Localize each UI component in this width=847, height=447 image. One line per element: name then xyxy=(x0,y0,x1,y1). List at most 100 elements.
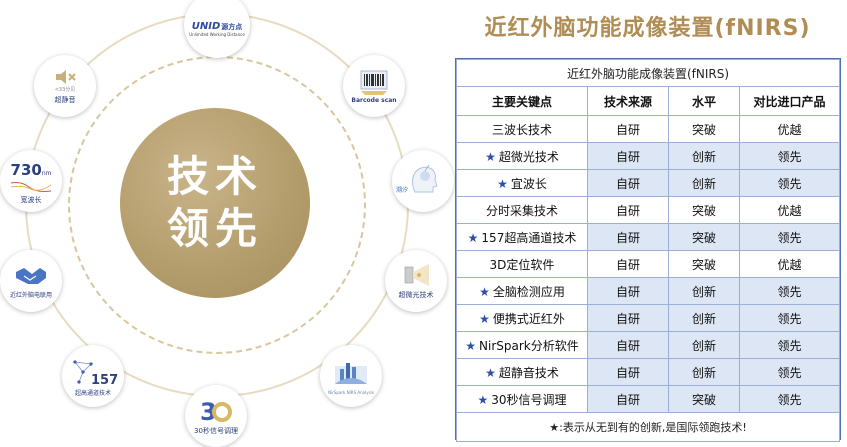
cell-key-point: 三波长技术 xyxy=(456,115,588,143)
table-row: 三波长技术自研突破优越 xyxy=(456,115,840,143)
table-row: 3D定位软件 自研突破优越 xyxy=(456,250,840,278)
node-157-channels: 157 超高通道技术 xyxy=(62,345,124,407)
table-row: 分时采集技术自研突破优越 xyxy=(456,196,840,224)
cell-level: 创新 xyxy=(668,277,740,305)
cell-level: 突破 xyxy=(668,250,740,278)
node-barcode: Barcode scan xyxy=(343,55,405,117)
table-row: ★宜波长自研创新领先 xyxy=(456,169,840,197)
barcode-caption: Barcode scan xyxy=(351,96,397,104)
channel-count: 157 xyxy=(91,373,118,388)
star-icon: ★ xyxy=(477,392,489,407)
channel-network-icon: 157 xyxy=(73,359,118,388)
table-row: ★全脑检测应用自研创新领先 xyxy=(456,277,840,305)
cell-compare: 优越 xyxy=(739,115,840,143)
header-source: 技术来源 xyxy=(587,86,669,116)
svg-text:3: 3 xyxy=(200,398,217,426)
node-30-seconds: 3 30秒信号调理 xyxy=(185,385,247,447)
key-point-text: 便携式近红外 xyxy=(492,311,565,326)
cell-source: 自研 xyxy=(587,331,669,359)
cell-compare: 领先 xyxy=(739,385,840,413)
key-point-text: 超静音技术 xyxy=(498,365,559,380)
cell-source: 自研 xyxy=(587,169,669,197)
cell-level: 创新 xyxy=(668,331,740,359)
header-compare: 对比进口产品 xyxy=(739,86,840,116)
quiet-decibel: <33分贝 xyxy=(54,86,76,93)
table-caption: 近红外脑功能成像装置(fNIRS) xyxy=(456,59,840,87)
comparison-table-container: 近红外脑功能成像装置(fNIRS) 主要关键点 技术来源 水平 对比进口产品 三… xyxy=(455,58,841,442)
head-caption: 溯汐 xyxy=(396,187,409,194)
star-icon: ★ xyxy=(485,149,496,164)
key-point-text: 分时采集技术 xyxy=(485,203,558,218)
table-note-row: ★:表示从无到有的创新,是国际领跑技术! xyxy=(456,412,840,442)
cell-level: 突破 xyxy=(668,196,740,224)
light-beam-icon xyxy=(404,264,429,286)
channels-caption: 超高通道技术 xyxy=(74,389,111,397)
cell-level: 突破 xyxy=(668,385,740,413)
cell-key-point: ★便携式近红外 xyxy=(456,304,588,332)
cell-source: 自研 xyxy=(587,250,669,278)
brand-logo-subtitle: Unlimited Working Distance xyxy=(189,32,245,37)
cell-level: 创新 xyxy=(668,304,740,332)
key-point-text: 157超高通道技术 xyxy=(481,230,577,245)
nirspark-logo-icon xyxy=(335,362,367,384)
table-note: ★:表示从无到有的创新,是国际领跑技术! xyxy=(456,412,840,442)
star-icon: ★ xyxy=(467,230,479,245)
wavelength-readout: 730 nm xyxy=(11,161,52,179)
eeg-combo-caption: 近红外脑电联用 xyxy=(9,291,52,299)
node-head: 溯汐 xyxy=(392,150,454,212)
cell-compare: 领先 xyxy=(739,142,840,170)
tech-diagram: 技术 领先 UNID 源方点 Unlimited Working Distanc… xyxy=(0,0,447,435)
star-icon: ★ xyxy=(479,284,490,299)
wavelength-value: 730 xyxy=(10,161,42,179)
cell-key-point: ★30秒信号调理 xyxy=(456,385,588,413)
node-brand-logo: UNID 源方点 Unlimited Working Distance xyxy=(184,0,250,58)
cell-level: 突破 xyxy=(668,115,740,143)
node-quiet: <33分贝 超静音 xyxy=(34,55,96,117)
key-point-text: NirSpark分析软件 xyxy=(479,338,579,353)
barcode-icon xyxy=(360,70,388,95)
star-icon: ★ xyxy=(465,338,477,353)
key-point-text: 三波长技术 xyxy=(491,122,552,137)
node-nirspark: NirSpark NIRS Analysis xyxy=(320,345,382,407)
table-caption-row: 近红外脑功能成像装置(fNIRS) xyxy=(456,59,840,87)
cell-source: 自研 xyxy=(587,304,669,332)
center-disk: 技术 领先 xyxy=(120,108,310,298)
cell-level: 突破 xyxy=(668,223,740,251)
cell-level: 创新 xyxy=(668,169,740,197)
table-row: ★便携式近红外自研创新领先 xyxy=(456,304,840,332)
mute-speaker-icon xyxy=(56,69,76,84)
cell-compare: 领先 xyxy=(739,331,840,359)
center-line-1: 技术 xyxy=(166,152,263,201)
star-icon: ★ xyxy=(479,311,490,326)
cell-source: 自研 xyxy=(587,277,669,305)
key-point-text: 3D定位软件 xyxy=(489,257,555,272)
quiet-caption: 超静音 xyxy=(54,95,76,104)
cell-source: 自研 xyxy=(587,385,669,413)
cell-key-point: ★宜波长 xyxy=(456,169,588,197)
comparison-table: 近红外脑功能成像装置(fNIRS) 主要关键点 技术来源 水平 对比进口产品 三… xyxy=(456,59,840,442)
brand-logo-text: UNID xyxy=(191,21,221,32)
cell-level: 创新 xyxy=(668,358,740,386)
center-line-2: 领先 xyxy=(166,204,263,253)
cell-compare: 领先 xyxy=(739,304,840,332)
header-level: 水平 xyxy=(668,86,740,116)
thirty-seconds-icon: 3 xyxy=(200,398,232,426)
cell-key-point: ★157超高通道技术 xyxy=(456,223,588,251)
cell-compare: 优越 xyxy=(739,250,840,278)
cell-source: 自研 xyxy=(587,358,669,386)
cell-key-point: 3D定位软件 xyxy=(456,250,588,278)
cell-source: 自研 xyxy=(587,196,669,224)
thirty-seconds-caption: 30秒信号调理 xyxy=(194,427,238,435)
handshake-icon xyxy=(16,267,46,284)
cell-compare: 领先 xyxy=(739,169,840,197)
star-icon: ★ xyxy=(485,365,496,380)
node-wavelength: 730 nm 宽波长 xyxy=(0,150,62,212)
cell-key-point: ★全脑检测应用 xyxy=(456,277,588,305)
cell-compare: 领先 xyxy=(739,277,840,305)
header-key-point: 主要关键点 xyxy=(456,86,588,116)
wavelength-unit: nm xyxy=(41,170,52,177)
cell-key-point: ★超静音技术 xyxy=(456,358,588,386)
key-point-text: 全脑检测应用 xyxy=(492,284,565,299)
brand-logo: UNID 源方点 xyxy=(192,21,243,32)
node-ultra-light: 超微光技术 xyxy=(385,250,447,312)
